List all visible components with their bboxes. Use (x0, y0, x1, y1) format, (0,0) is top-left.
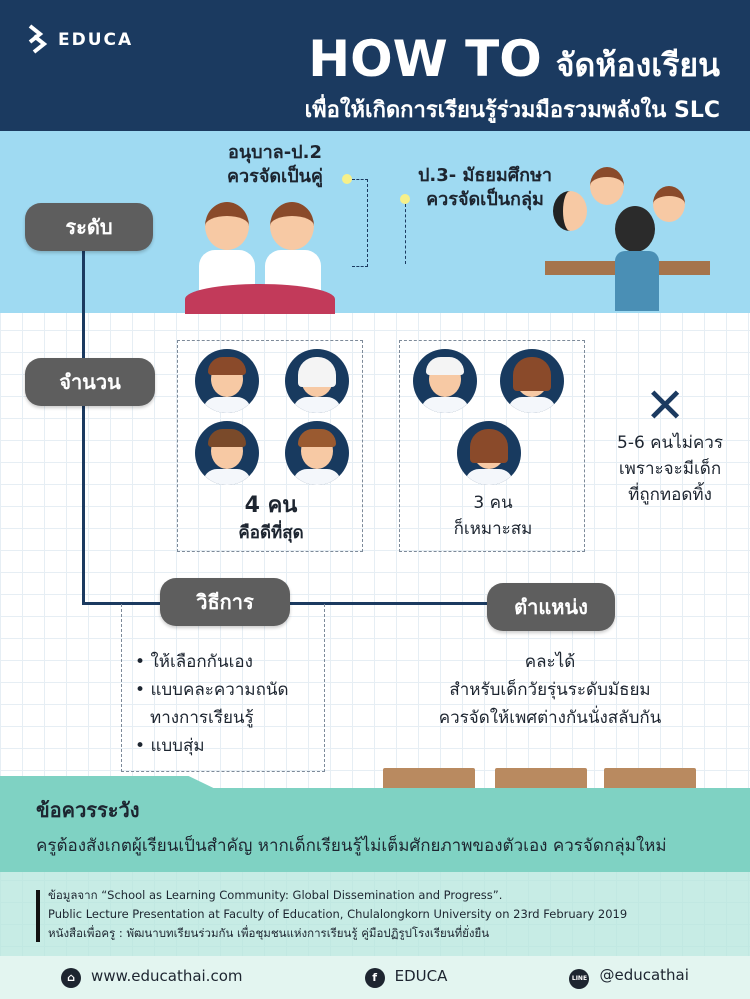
method-box (121, 604, 325, 772)
older-line1: ป.3- มัธยมศึกษา (417, 165, 553, 186)
three-people-box: 3 คน ก็เหมาะสม (399, 340, 585, 552)
connector-dot (342, 174, 352, 184)
young-line2: ควรจัดเป็นคู่ (227, 166, 323, 187)
position-line2: สำหรับเด็กวัยรุ่นระดับมัธยม (449, 680, 651, 700)
footer: ⌂ www.educathai.com f EDUCA LINE @educathai (0, 956, 750, 999)
facebook-link[interactable]: f EDUCA (364, 967, 448, 988)
website-text: www.educathai.com (91, 967, 243, 986)
x-icon: ✕ (645, 378, 686, 434)
page-title: HOW TO จัดห้องเรียน (308, 30, 720, 91)
educa-logo: EDUCA (26, 22, 133, 58)
educa-logo-icon (28, 24, 48, 54)
student-avatar (413, 349, 477, 413)
connector-line (352, 179, 368, 267)
method-item: • แบบคละความถนัด (135, 680, 289, 700)
bad-line1: 5-6 คนไม่ควร (617, 433, 723, 453)
logo-text: EDUCA (58, 30, 134, 50)
student-avatar (457, 421, 521, 485)
student-avatar (285, 421, 349, 485)
student-avatar (195, 349, 259, 413)
method-pill: วิธีการ (160, 578, 290, 626)
too-many-text: 5-6 คนไม่ควร เพราะจะมีเด็ก ที่ถูกทอดทิ้ง (600, 430, 740, 508)
reference-item: หนังสือเพื่อครู : พัฒนาบทเรียนร่วมกัน เพ… (48, 926, 490, 940)
young-line1: อนุบาล-ป.2 (228, 142, 322, 163)
pair-children-illustration (185, 196, 335, 314)
facebook-icon: f (364, 967, 385, 988)
bad-line3: ที่ถูกทอดทิ้ง (628, 485, 712, 505)
connector-dot (400, 194, 410, 204)
count-pill: จำนวน (25, 358, 155, 406)
reference-list: ข้อมูลจาก “School as Learning Community:… (48, 886, 627, 943)
ok-count: 3 คน (473, 493, 513, 513)
position-pill: ตำแหน่ง (487, 583, 615, 631)
level-pill: ระดับ (25, 203, 153, 251)
older-line2: ควรจัดเป็นกลุ่ม (426, 189, 544, 210)
position-line1: คละได้ (524, 652, 576, 672)
bad-line2: เพราะจะมีเด็ก (618, 459, 722, 479)
position-text: คละได้ สำหรับเด็กวัยรุ่นระดับมัธยม ควรจั… (400, 648, 700, 732)
student-avatar (285, 349, 349, 413)
caution-text: ครูต้องสังเกตผู้เรียนเป็นสำคัญ หากเด็กเร… (36, 836, 667, 856)
best-count: 4 คน (244, 493, 298, 518)
method-item: • ให้เลือกกันเอง (135, 652, 253, 672)
subtitle: เพื่อให้เกิดการเรียนรู้ร่วมมือรวมพลังใน … (304, 98, 720, 123)
student-avatar (500, 349, 564, 413)
student-avatar (195, 421, 259, 485)
best-desc: คือดีที่สุด (238, 523, 304, 543)
title-th: จัดห้องเรียน (555, 46, 720, 84)
website-link[interactable]: ⌂ www.educathai.com (61, 967, 243, 988)
reference-item: ข้อมูลจาก “School as Learning Community:… (48, 888, 503, 902)
references: ข้อมูลจาก “School as Learning Community:… (0, 872, 750, 956)
connector-line (405, 204, 406, 264)
reference-item: Public Lecture Presentation at Faculty o… (48, 907, 628, 921)
ok-desc: ก็เหมาะสม (453, 519, 533, 539)
home-icon: ⌂ (61, 967, 82, 988)
reference-bar (36, 890, 40, 942)
line-link[interactable]: LINE @educathai (569, 966, 689, 989)
group-children-illustration (545, 161, 710, 313)
method-item: • แบบสุ่ม (135, 736, 205, 756)
caution-band: ข้อควรระวัง ครูต้องสังเกตผู้เรียนเป็นสำค… (0, 788, 750, 872)
method-list: • ให้เลือกกันเอง • แบบคละความถนัด ทางการ… (135, 648, 289, 760)
line-icon: LINE (569, 968, 590, 989)
position-line3: ควรจัดให้เพศต่างกันนั่งสลับกัน (438, 708, 662, 728)
flow-line-vertical (82, 250, 85, 605)
older-level-text: ป.3- มัธยมศึกษา ควรจัดเป็นกลุ่ม (410, 164, 560, 212)
facebook-text: EDUCA (394, 967, 448, 986)
caution-title: ข้อควรระวัง (36, 798, 140, 822)
method-item: ทางการเรียนรู้ (150, 708, 254, 728)
title-en: HOW TO (308, 30, 542, 88)
four-people-box: 4 คน คือดีที่สุด (177, 340, 363, 552)
young-level-text: อนุบาล-ป.2 ควรจัดเป็นคู่ (200, 141, 350, 189)
header: EDUCA HOW TO จัดห้องเรียน เพื่อให้เกิดกา… (0, 0, 750, 131)
line-text: @educathai (599, 966, 689, 985)
